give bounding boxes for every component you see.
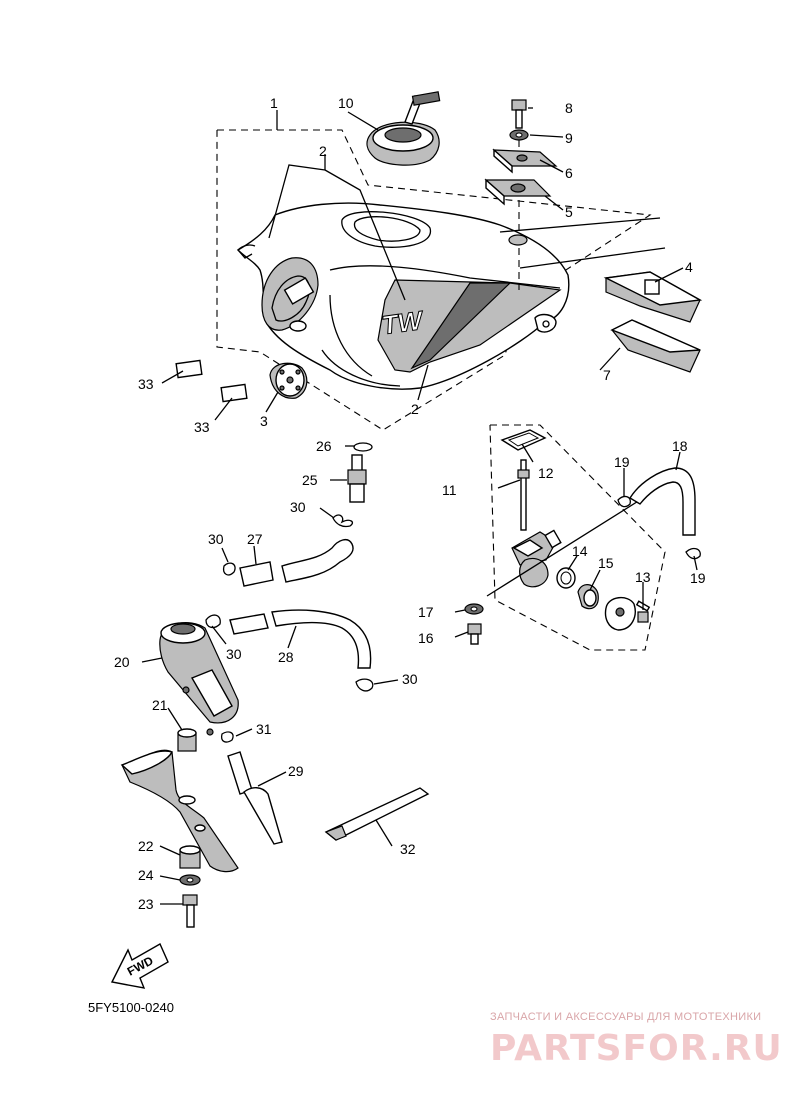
label-4: 4 bbox=[685, 259, 693, 275]
label-22: 22 bbox=[138, 838, 154, 854]
label-6: 6 bbox=[565, 165, 573, 181]
label-32: 32 bbox=[400, 841, 416, 857]
bracket bbox=[120, 749, 239, 873]
label-16: 16 bbox=[418, 630, 434, 646]
watermark-brand: PARTSFOR.RU bbox=[490, 1028, 783, 1069]
diagram-code: 5FY5100-0240 bbox=[88, 1000, 174, 1015]
label-3: 3 bbox=[260, 413, 268, 429]
clip-30-c[interactable] bbox=[205, 614, 221, 629]
label-9: 9 bbox=[565, 130, 573, 146]
damper-21[interactable] bbox=[177, 728, 197, 752]
emblem-33-a[interactable] bbox=[175, 359, 203, 379]
hose-18[interactable] bbox=[629, 467, 696, 536]
bolt-8[interactable] bbox=[511, 99, 527, 129]
washer-17[interactable] bbox=[464, 603, 484, 615]
label-30-a: 30 bbox=[290, 499, 306, 515]
fuel-cap[interactable] bbox=[366, 91, 441, 166]
label-27: 27 bbox=[247, 531, 263, 547]
label-2-top: 2 bbox=[319, 143, 327, 159]
label-29: 29 bbox=[288, 763, 304, 779]
label-1: 1 bbox=[270, 95, 278, 111]
label-23: 23 bbox=[138, 896, 154, 912]
collar-22[interactable] bbox=[179, 845, 201, 869]
label-21: 21 bbox=[152, 697, 168, 713]
watermark-tagline: ЗАПЧАСТИ И АКСЕССУАРЫ ДЛЯ МОТОТЕХНИКИ bbox=[490, 1011, 761, 1023]
damper-3[interactable] bbox=[269, 362, 308, 399]
label-5: 5 bbox=[565, 204, 573, 220]
label-30-d: 30 bbox=[402, 671, 418, 687]
gasket-15[interactable] bbox=[577, 584, 599, 610]
label-28: 28 bbox=[278, 649, 294, 665]
fwd-arrow: FWD bbox=[110, 943, 169, 989]
clip-19-b[interactable] bbox=[685, 547, 701, 560]
label-2-bottom: 2 bbox=[411, 401, 419, 417]
damper-5[interactable] bbox=[484, 178, 552, 206]
label-31: 31 bbox=[256, 721, 272, 737]
damper-6[interactable] bbox=[492, 148, 558, 174]
label-25: 25 bbox=[302, 472, 318, 488]
band-32[interactable] bbox=[324, 787, 430, 841]
label-7: 7 bbox=[603, 367, 611, 383]
label-11: 11 bbox=[442, 482, 457, 498]
clip-30-d[interactable] bbox=[355, 678, 374, 692]
label-8: 8 bbox=[565, 100, 573, 116]
label-12: 12 bbox=[538, 465, 554, 481]
hose-27[interactable] bbox=[239, 538, 354, 587]
washer-9[interactable] bbox=[509, 129, 529, 141]
clip-26[interactable] bbox=[353, 442, 373, 452]
clip-31[interactable] bbox=[220, 731, 234, 743]
label-33-a: 33 bbox=[138, 376, 154, 392]
grommet bbox=[508, 234, 528, 246]
label-30-c: 30 bbox=[226, 646, 242, 662]
o-ring-14[interactable] bbox=[556, 567, 576, 589]
fuel-cock[interactable] bbox=[511, 459, 562, 588]
damper-4[interactable] bbox=[603, 271, 703, 323]
washer-24[interactable] bbox=[179, 874, 201, 886]
label-10: 10 bbox=[338, 95, 354, 111]
bolt-23[interactable] bbox=[182, 894, 198, 928]
lever-plate[interactable] bbox=[604, 597, 636, 631]
nipple-25[interactable] bbox=[347, 454, 367, 503]
leader-lines bbox=[141, 107, 698, 905]
label-20: 20 bbox=[114, 654, 130, 670]
label-24: 24 bbox=[138, 867, 154, 883]
label-19-a: 19 bbox=[614, 454, 630, 470]
bolt-16[interactable] bbox=[467, 623, 482, 645]
plate-7[interactable] bbox=[610, 319, 701, 373]
label-17: 17 bbox=[418, 604, 434, 620]
clip-30-a[interactable] bbox=[332, 514, 354, 528]
hose-29[interactable] bbox=[227, 751, 283, 845]
label-18: 18 bbox=[672, 438, 688, 454]
label-13: 13 bbox=[635, 569, 651, 585]
label-33-b: 33 bbox=[194, 419, 210, 435]
emblem-33-b[interactable] bbox=[220, 383, 248, 403]
label-26: 26 bbox=[316, 438, 332, 454]
fuel-pump[interactable] bbox=[159, 622, 239, 736]
label-19-b: 19 bbox=[690, 570, 706, 586]
label-14: 14 bbox=[572, 543, 588, 559]
svg-text:TW: TW bbox=[380, 305, 427, 341]
hose-28[interactable] bbox=[229, 609, 372, 669]
callout-labels: 1 2 2 3 4 5 6 7 8 9 10 11 12 13 14 15 16… bbox=[114, 95, 706, 912]
label-15: 15 bbox=[598, 555, 614, 571]
clip-30-b[interactable] bbox=[222, 562, 236, 576]
clip-19-a[interactable] bbox=[617, 495, 631, 508]
label-30-b: 30 bbox=[208, 531, 224, 547]
watermark: ЗАПЧАСТИ И АКСЕССУАРЫ ДЛЯ МОТОТЕХНИКИ PA… bbox=[490, 1011, 783, 1069]
o-ring-12[interactable] bbox=[500, 429, 547, 451]
